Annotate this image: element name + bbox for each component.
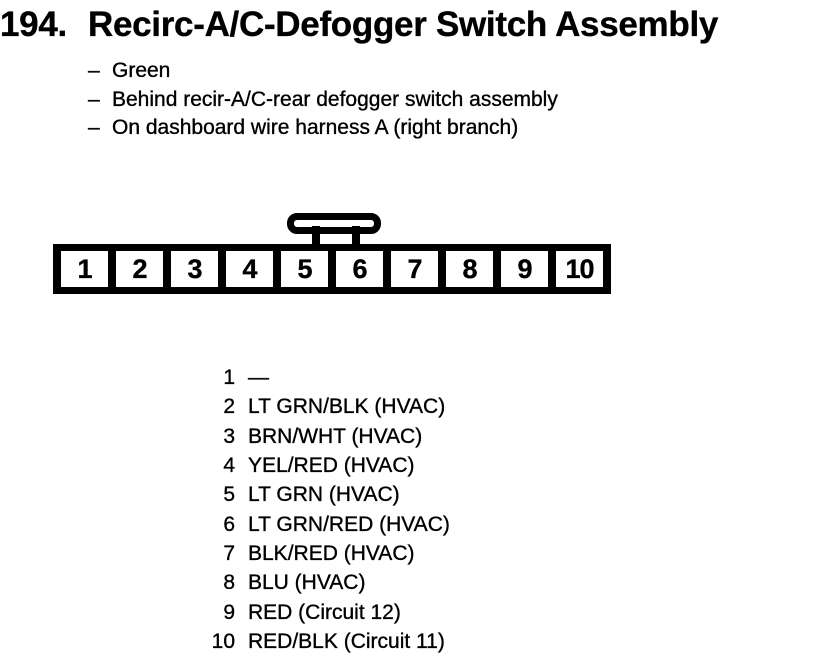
note-dash: – xyxy=(88,116,100,140)
pinout-pin-number: 7 xyxy=(223,542,235,566)
connector-pin-cell: 3 xyxy=(171,251,218,287)
connector-pin-cell: 4 xyxy=(226,251,273,287)
note-text: Behind recir-A/C-rear defogger switch as… xyxy=(112,87,558,111)
connector-latch-icon xyxy=(287,213,381,234)
connector-pin-number: 9 xyxy=(517,253,532,284)
note-text: On dashboard wire harness A (right branc… xyxy=(112,116,519,140)
connector-latch-leg-left xyxy=(312,226,320,246)
pinout-pin-number: 2 xyxy=(223,395,235,419)
pinout-wire-label: BRN/WHT (HVAC) xyxy=(248,424,423,448)
page-title: Recirc-A/C-Defogger Switch Assembly xyxy=(88,5,719,44)
section-number: 194. xyxy=(0,5,67,44)
connector-body: 1 2 3 4 5 6 7 xyxy=(53,244,611,294)
connector-pin-number: 5 xyxy=(297,253,312,284)
pinout-wire-label: BLU (HVAC) xyxy=(248,571,366,595)
connector-pin-number: 3 xyxy=(187,253,202,284)
pinout-row: 1 — xyxy=(150,363,450,392)
pinout-pin-number: 5 xyxy=(223,483,235,507)
connector-pin-cell: 5 xyxy=(281,251,328,287)
pinout-wire-label: LT GRN (HVAC) xyxy=(248,483,400,507)
pinout-row: 7 BLK/RED (HVAC) xyxy=(150,539,450,568)
pinout-row: 6 LT GRN/RED (HVAC) xyxy=(150,510,450,539)
pinout-wire-label: RED/BLK (Circuit 11) xyxy=(248,630,445,654)
pinout-table: 1 — 2 LT GRN/BLK (HVAC) 3 BRN/WHT (HVAC)… xyxy=(150,363,450,656)
note-dash: – xyxy=(88,59,100,82)
pinout-wire-label: YEL/RED (HVAC) xyxy=(248,454,415,478)
pinout-wire-label: — xyxy=(248,366,269,389)
pinout-row: 10 RED/BLK (Circuit 11) xyxy=(150,627,450,656)
note-line: – On dashboard wire harness A (right bra… xyxy=(88,114,558,143)
section-title: 194. Recirc-A/C-Defogger Switch Assembly xyxy=(0,5,719,45)
pinout-pin-number: 1 xyxy=(223,366,235,389)
note-text: Green xyxy=(112,59,171,82)
pinout-row: 4 YEL/RED (HVAC) xyxy=(150,451,450,480)
pinout-row: 9 RED (Circuit 12) xyxy=(150,598,450,627)
connector-pin-cell: 7 xyxy=(391,251,438,287)
pinout-pin-number: 8 xyxy=(223,571,235,595)
connector-pin-number: 8 xyxy=(462,253,477,284)
pinout-pin-number: 3 xyxy=(223,424,235,448)
pinout-pin-number: 9 xyxy=(223,600,235,624)
connector-latch-leg-right xyxy=(352,226,360,246)
connector-pin-cell: 6 xyxy=(336,251,383,287)
notes-list: – Green – Behind recir-A/C-rear defogger… xyxy=(88,57,558,143)
connector-pin-cell: 1 xyxy=(61,251,108,287)
note-line: – Behind recir-A/C-rear defogger switch … xyxy=(88,86,558,115)
pinout-row: 8 BLU (HVAC) xyxy=(150,568,450,597)
connector-pin-number: 7 xyxy=(407,253,422,284)
pinout-wire-label: RED (Circuit 12) xyxy=(248,600,401,624)
pinout-wire-label: LT GRN/RED (HVAC) xyxy=(248,512,450,536)
connector-pin-number: 2 xyxy=(132,253,147,284)
pinout-pin-number: 4 xyxy=(223,454,235,478)
connector-pin-number: 6 xyxy=(352,253,367,284)
connector-pin-number: 10 xyxy=(565,253,594,284)
pinout-wire-label: LT GRN/BLK (HVAC) xyxy=(248,395,446,419)
connector-pin-cell: 8 xyxy=(446,251,493,287)
pinout-row: 3 BRN/WHT (HVAC) xyxy=(150,422,450,451)
connector-pin-number: 4 xyxy=(242,253,257,284)
pinout-pin-number: 6 xyxy=(223,512,235,536)
connector-pin-number: 1 xyxy=(77,253,92,284)
note-dash: – xyxy=(88,87,100,111)
connector-pin-cell: 9 xyxy=(501,251,548,287)
note-line: – Green xyxy=(88,57,558,86)
pinout-pin-number: 10 xyxy=(211,630,235,654)
pinout-row: 2 LT GRN/BLK (HVAC) xyxy=(150,392,450,421)
connector-pin-cell: 10 xyxy=(556,251,603,287)
connector-pin-cell: 2 xyxy=(116,251,163,287)
pinout-wire-label: BLK/RED (HVAC) xyxy=(248,542,415,566)
pinout-row: 5 LT GRN (HVAC) xyxy=(150,480,450,509)
